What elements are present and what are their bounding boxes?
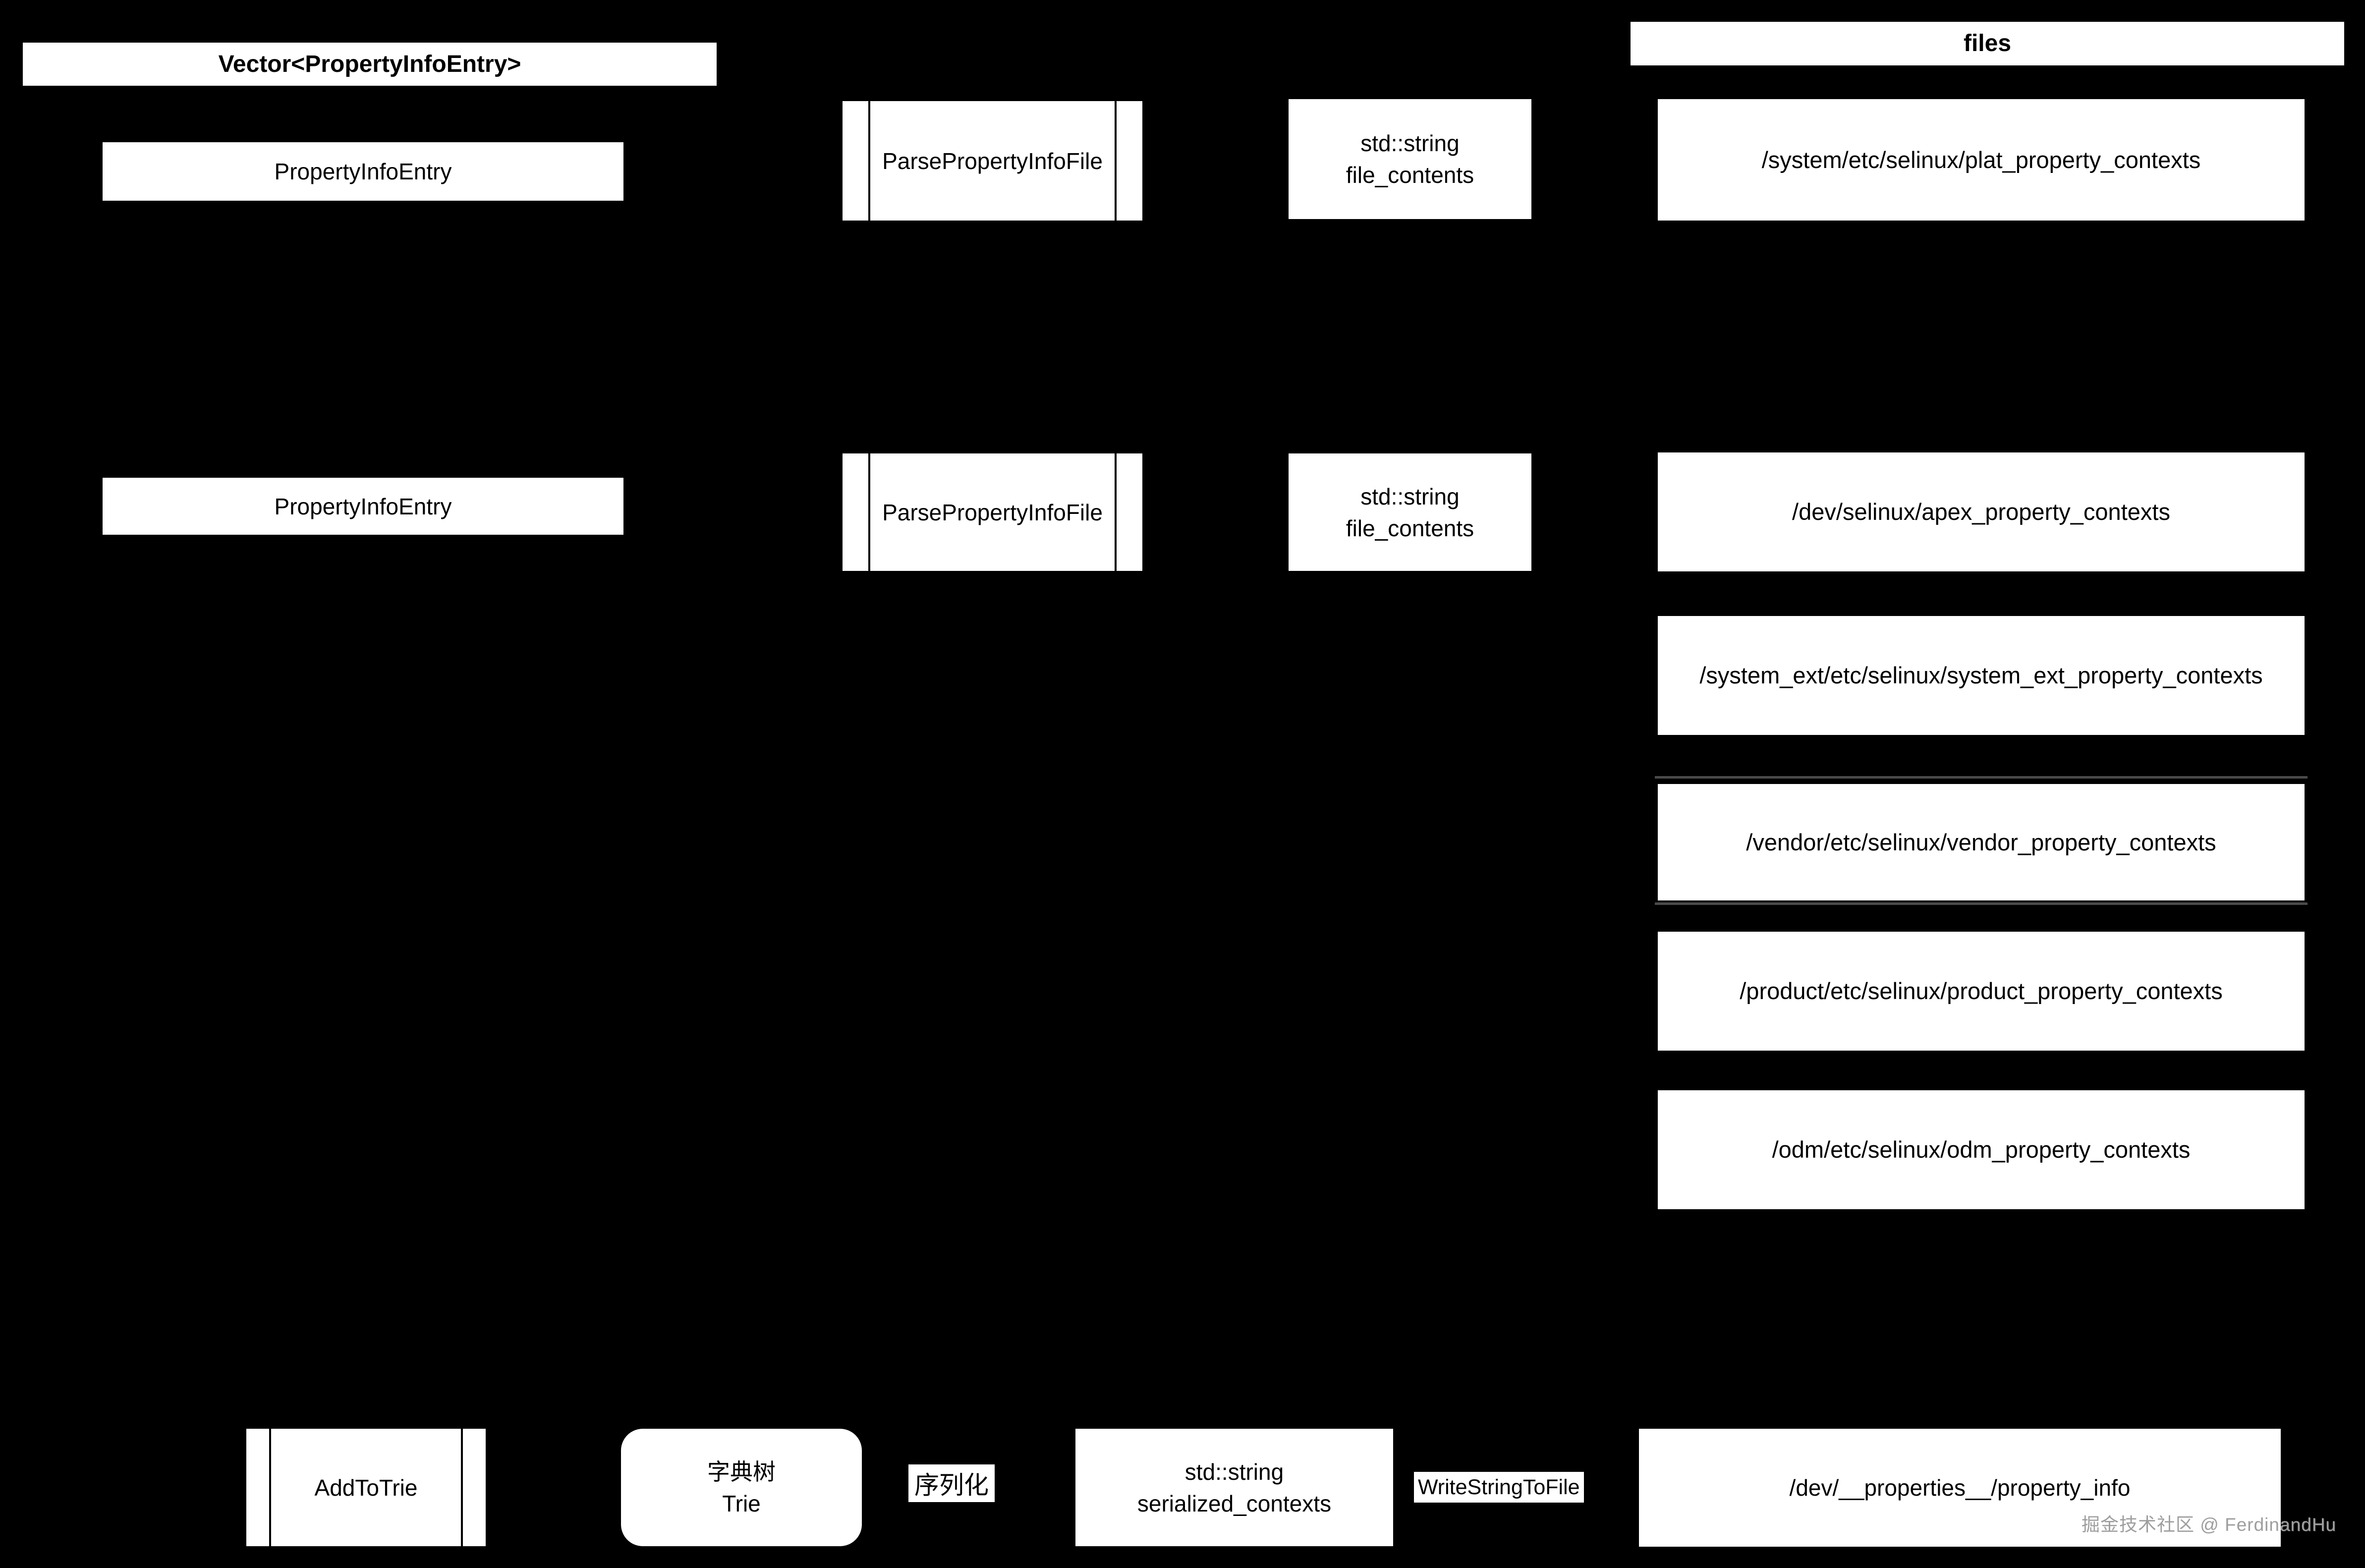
vector-property-info-entry-header: Vector<PropertyInfoEntry> — [23, 43, 717, 86]
trie-line2: Trie — [722, 1490, 761, 1516]
watermark: 掘金技术社区 @ FerdinandHu — [2081, 1514, 2336, 1535]
file-path-box: /dev/selinux/apex_property_contexts — [1658, 452, 2305, 571]
parse-property-info-file-box: ParsePropertyInfoFile — [843, 101, 1142, 221]
file-path-box: /product/etc/selinux/product_property_co… — [1658, 932, 2305, 1051]
serialize-edge-label: 序列化 — [908, 1464, 995, 1502]
file-contents-line2: file_contents — [1346, 162, 1474, 188]
file-contents-string-box: std::string file_contents — [1289, 453, 1531, 571]
add-to-trie-box: AddToTrie — [246, 1429, 486, 1546]
trie-box: 字典树 Trie — [621, 1429, 862, 1546]
file-path-box: /odm/etc/selinux/odm_property_contexts — [1658, 1090, 2305, 1209]
file-path-box: /vendor/etc/selinux/vendor_property_cont… — [1658, 784, 2305, 900]
serialized-contexts-string-box: std::string serialized_contexts — [1075, 1429, 1393, 1546]
trie-line1: 字典树 — [707, 1458, 776, 1485]
property-info-entry-box: PropertyInfoEntry — [103, 142, 623, 201]
files-header: files — [1631, 22, 2344, 65]
serialized-line2: serialized_contexts — [1137, 1490, 1332, 1516]
file-contents-line1: std::string — [1360, 483, 1460, 509]
parse-property-info-file-box: ParsePropertyInfoFile — [843, 453, 1142, 571]
stacked-outline-bottom — [1655, 902, 2308, 905]
file-contents-line2: file_contents — [1346, 515, 1474, 541]
file-path-box: /system_ext/etc/selinux/system_ext_prope… — [1658, 616, 2305, 735]
stacked-outline-top — [1655, 776, 2308, 779]
file-path-box: /system/etc/selinux/plat_property_contex… — [1658, 99, 2305, 221]
property-info-output-box: /dev/__properties__/property_info — [1639, 1429, 2281, 1547]
file-contents-line1: std::string — [1360, 130, 1460, 156]
file-contents-string-box: std::string file_contents — [1289, 99, 1531, 219]
serialized-line1: std::string — [1184, 1458, 1284, 1485]
property-info-entry-box: PropertyInfoEntry — [103, 478, 623, 535]
write-string-to-file-label: WriteStringToFile — [1414, 1472, 1584, 1503]
